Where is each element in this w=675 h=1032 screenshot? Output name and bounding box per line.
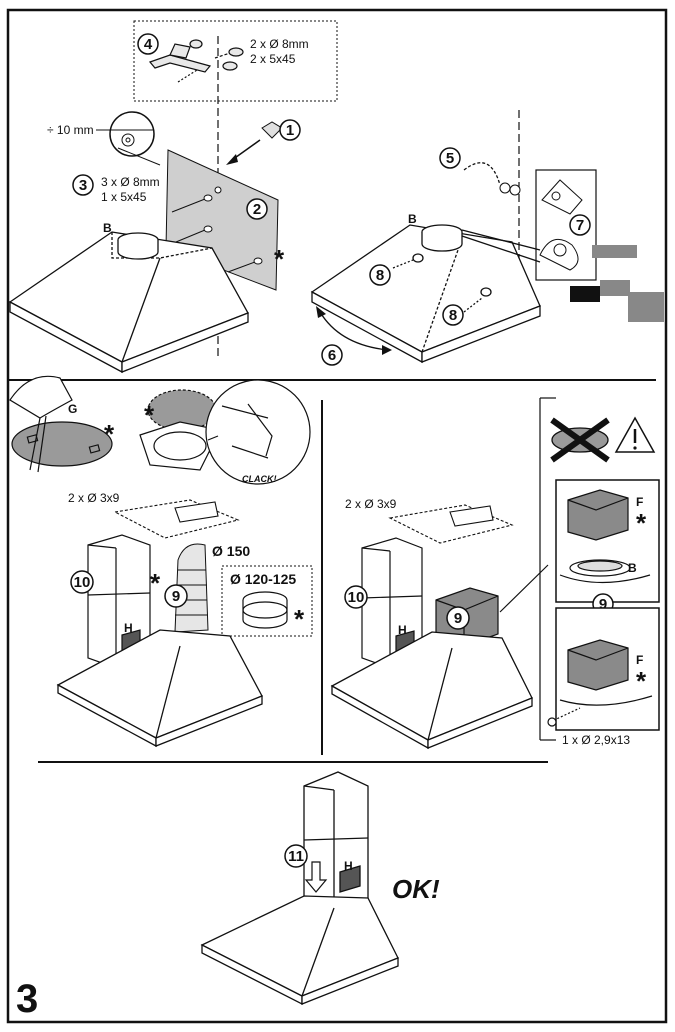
letter-f-bottom: F bbox=[636, 653, 643, 667]
svg-text:2: 2 bbox=[253, 201, 261, 218]
svg-text:3: 3 bbox=[79, 177, 87, 194]
hood-mid-right bbox=[330, 631, 533, 750]
asterisk-f-top: * bbox=[636, 508, 647, 538]
svg-text:1: 1 bbox=[286, 122, 294, 139]
callout-9-filter: 9 bbox=[446, 606, 470, 630]
svg-text:8: 8 bbox=[376, 267, 384, 284]
svg-text:9: 9 bbox=[454, 610, 462, 627]
callout-5: 5 bbox=[439, 147, 461, 169]
spec-plugs-4: 2 x Ø 8mm bbox=[250, 37, 309, 51]
spec-diameter-adapter: Ø 120-125 bbox=[230, 571, 296, 587]
svg-text:6: 6 bbox=[328, 347, 336, 364]
flexible-duct bbox=[174, 543, 209, 633]
filter-on-b bbox=[559, 489, 651, 584]
spec-screw-bottom: 1 x Ø 2,9x13 bbox=[562, 733, 630, 747]
letter-b-top-left: B bbox=[103, 221, 112, 235]
grease-filter-g bbox=[9, 375, 113, 473]
svg-text:8: 8 bbox=[449, 307, 457, 324]
callout-6: 6 bbox=[316, 306, 392, 366]
asterisk-adapter: * bbox=[294, 604, 305, 634]
callout-2: 2 bbox=[246, 198, 268, 220]
step4-detail-box bbox=[133, 20, 338, 102]
callout-9-duct: 9 bbox=[164, 584, 188, 608]
callout-8a: 8 bbox=[369, 264, 391, 286]
asterisk-filter: * bbox=[104, 419, 115, 449]
spec-diameter-150: Ø 150 bbox=[212, 543, 250, 559]
hood-top-right bbox=[310, 224, 541, 364]
letter-b-top-right: B bbox=[408, 212, 417, 226]
asterisk-marker: * bbox=[274, 244, 285, 274]
asterisk-chimney: * bbox=[150, 568, 161, 598]
spec-plugs-3: 3 x Ø 8mm bbox=[101, 175, 160, 189]
adapter-ring bbox=[242, 591, 288, 629]
letter-g: G bbox=[68, 402, 77, 416]
step4-bracket bbox=[148, 39, 244, 83]
pointer-to-detail bbox=[499, 564, 549, 613]
svg-text:4: 4 bbox=[144, 36, 153, 53]
callout-1: 1 bbox=[226, 119, 301, 165]
hood-mid-left bbox=[56, 629, 263, 748]
hood-final bbox=[200, 895, 399, 1006]
status-ok: OK! bbox=[392, 874, 440, 904]
callout-10-left: 10 bbox=[70, 570, 94, 594]
svg-text:7: 7 bbox=[576, 217, 584, 234]
filter-with-screw bbox=[547, 639, 653, 727]
letter-b-detail: B bbox=[628, 561, 637, 575]
warning-icon bbox=[614, 416, 656, 453]
callout-3: 3 bbox=[72, 174, 94, 196]
letter-h-final: H bbox=[344, 859, 353, 873]
svg-text:10: 10 bbox=[348, 589, 365, 606]
asterisk-clack: * bbox=[144, 400, 155, 430]
callout-11: 11 bbox=[284, 844, 308, 868]
spec-gap: ÷ 10 mm bbox=[47, 123, 94, 137]
callout-7: 7 bbox=[569, 214, 591, 236]
redacted-block-2 bbox=[570, 286, 600, 302]
wall-screw-5 bbox=[499, 182, 521, 196]
svg-text:9: 9 bbox=[172, 588, 180, 605]
page-border bbox=[6, 8, 668, 1024]
letter-f-top: F bbox=[636, 495, 643, 509]
clack-detail bbox=[139, 379, 311, 485]
letter-h-right: H bbox=[398, 623, 407, 637]
spec-screws-left: 2 x Ø 3x9 bbox=[68, 491, 120, 505]
redacted-block-3 bbox=[600, 280, 630, 296]
gap-detail-circle bbox=[96, 111, 161, 166]
ceiling-bracket-left bbox=[113, 499, 240, 539]
clack-label: CLACK! bbox=[242, 474, 277, 484]
no-filter-icon bbox=[550, 417, 610, 463]
callout-10-right: 10 bbox=[344, 585, 368, 609]
callout-4: 4 bbox=[137, 33, 159, 55]
asterisk-f-bottom: * bbox=[636, 666, 647, 696]
svg-text:10: 10 bbox=[74, 574, 91, 591]
detail-7-parts bbox=[539, 179, 583, 271]
svg-text:11: 11 bbox=[288, 848, 304, 865]
ceiling-bracket-right bbox=[388, 504, 514, 544]
page-number: 3 bbox=[16, 977, 38, 1021]
svg-text:9: 9 bbox=[599, 596, 607, 613]
callout-8b: 8 bbox=[442, 304, 464, 326]
svg-text:5: 5 bbox=[446, 150, 454, 167]
spec-screws-right: 2 x Ø 3x9 bbox=[345, 497, 397, 511]
curved-arrow-icon bbox=[463, 162, 501, 186]
letter-h-left: H bbox=[124, 621, 133, 635]
hood-top-left bbox=[8, 231, 249, 374]
redacted-block-4 bbox=[628, 292, 664, 322]
spec-screws-3: 1 x 5x45 bbox=[101, 190, 147, 204]
spec-screws-4: 2 x 5x45 bbox=[250, 52, 296, 66]
wall-plugs bbox=[171, 186, 263, 273]
down-arrow-icon bbox=[304, 861, 328, 893]
redacted-block-1 bbox=[592, 245, 637, 258]
